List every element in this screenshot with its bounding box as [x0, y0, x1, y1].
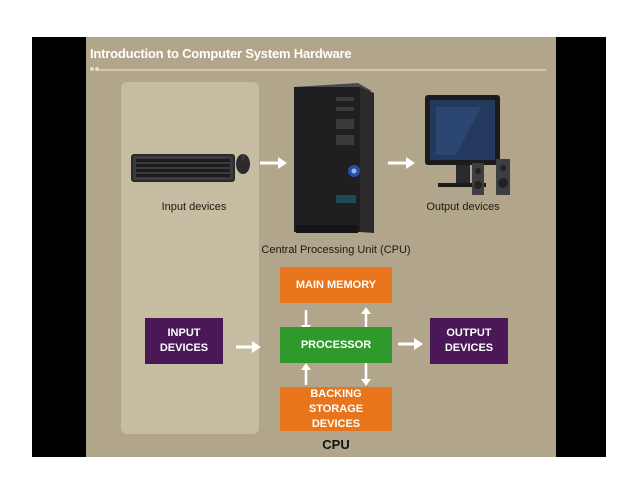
output-devices-caption: Output devices [426, 201, 500, 213]
keyboard-icon [131, 154, 235, 182]
processor-to-storage-arrow [361, 363, 371, 386]
input-devices-box: INPUT DEVICES [145, 318, 223, 364]
cpu-block-label: CPU [322, 437, 350, 452]
processor-to-output-arrow [398, 338, 423, 350]
output-devices-box: OUTPUT DEVICES [430, 318, 508, 364]
input-devices-caption: Input devices [161, 201, 227, 213]
letterbox-right [556, 37, 606, 457]
mouse-icon [236, 154, 250, 174]
input-to-processor-arrow [236, 341, 261, 353]
rule-dot [95, 67, 99, 71]
slide: Introduction to Computer System Hardware [86, 37, 556, 457]
backing-storage-box: BACKING STORAGE DEVICES [280, 387, 392, 431]
input-panel [121, 82, 259, 434]
storage-to-processor-arrow [301, 363, 311, 385]
letterbox-left [32, 37, 86, 457]
processor-to-memory-arrow [361, 307, 371, 329]
slide-title: Introduction to Computer System Hardware [90, 46, 352, 61]
computer-tower-icon [294, 83, 374, 233]
processor-box: PROCESSOR [280, 327, 392, 363]
arrow-icon [260, 157, 287, 169]
arrow-icon [388, 157, 415, 169]
rule-dot [90, 67, 94, 71]
monitor-icon [425, 95, 500, 187]
hardware-illustration [131, 83, 510, 386]
cpu-caption: Central Processing Unit (CPU) [261, 244, 411, 256]
main-memory-box: MAIN MEMORY [280, 267, 392, 303]
speaker-icon [472, 159, 510, 195]
title-rule [96, 69, 546, 71]
